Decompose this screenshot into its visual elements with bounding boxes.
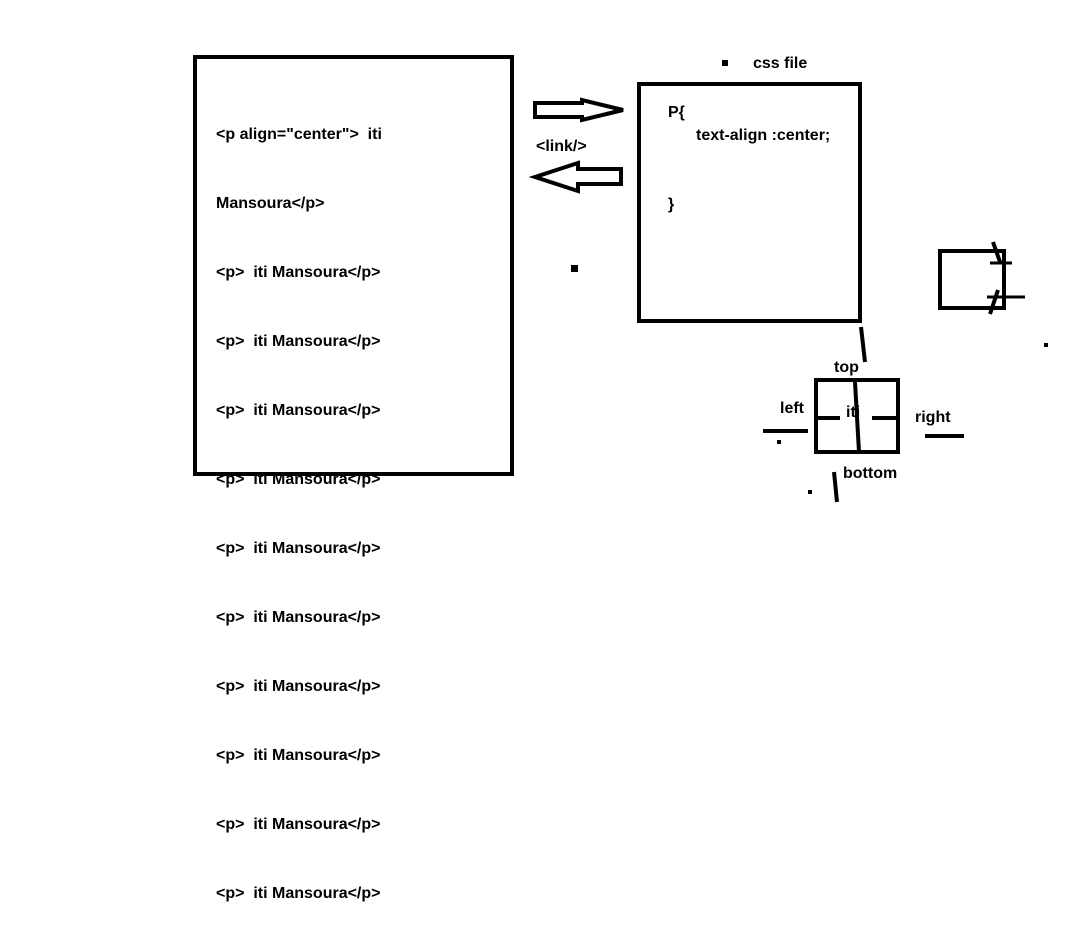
html-line: <p> iti Mansoura</p>	[216, 885, 381, 902]
html-line: <p> iti Mansoura</p>	[216, 471, 381, 488]
box-model-bottom-label: bottom	[843, 465, 898, 482]
css-file-label: css file	[753, 55, 808, 72]
css-declaration: text-align :center;	[696, 127, 831, 144]
css-closing-brace: }	[668, 196, 675, 213]
left-arrow	[528, 160, 623, 194]
css-selector: P{	[668, 104, 685, 121]
right-arrow	[533, 97, 624, 123]
small-box	[938, 249, 1006, 310]
dot-mark	[808, 490, 812, 494]
html-line: <p> iti Mansoura</p>	[216, 678, 381, 695]
dot-mark	[777, 440, 781, 444]
html-line: <p> iti Mansoura</p>	[216, 333, 381, 350]
dot-mark	[571, 265, 578, 272]
dot-mark	[1044, 343, 1048, 347]
box-model-left-label: left	[780, 400, 804, 417]
connector-line	[859, 326, 867, 363]
html-line: <p> iti Mansoura</p>	[216, 402, 381, 419]
box-model-right-label: right	[915, 409, 951, 426]
html-line: <p> iti Mansoura</p>	[216, 609, 381, 626]
html-line: <p> iti Mansoura</p>	[216, 816, 381, 833]
bullet-mark	[722, 60, 728, 66]
html-line: <p> iti Mansoura</p>	[216, 747, 381, 764]
html-line: <p> iti Mansoura</p>	[216, 264, 381, 281]
link-label: <link/>	[536, 138, 587, 155]
bottom-line	[832, 471, 839, 503]
html-file-box	[193, 55, 514, 476]
css-file-box	[637, 82, 862, 323]
html-line: <p align="center"> iti	[216, 126, 382, 143]
box-model-top-label: top	[834, 359, 859, 376]
html-line: Mansoura</p>	[216, 195, 325, 212]
html-line: <p> iti Mansoura</p>	[216, 540, 381, 557]
diagram-drawing	[528, 60, 1048, 503]
